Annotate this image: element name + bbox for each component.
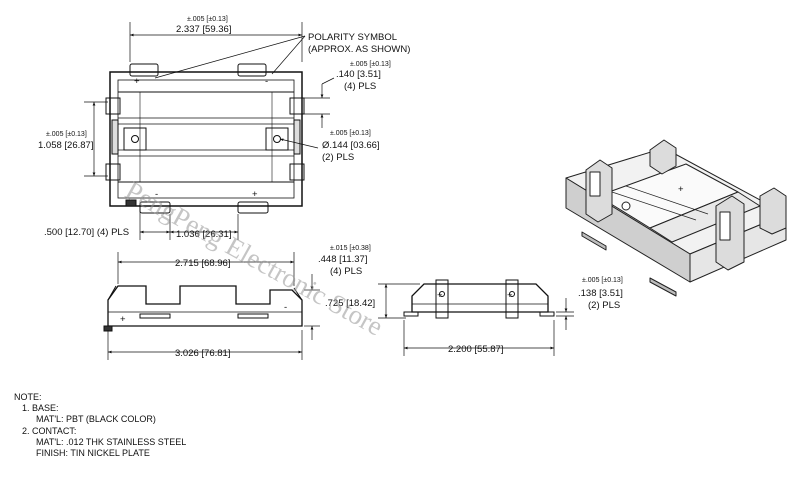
- isometric-view: [565, 139, 787, 297]
- tab-quantity: (4) PLS: [344, 81, 376, 92]
- end-view: [403, 279, 555, 319]
- height-dimension: 1.058 [26.87]: [38, 140, 93, 151]
- pin-dimension: .138 [3.51]: [578, 288, 623, 299]
- side-plus-symbol: +: [120, 314, 126, 325]
- end-plus-symbol-2: +: [507, 290, 513, 301]
- side-height-tolerance: ±.015 [±0.38]: [330, 245, 371, 252]
- center-spacing-dimension: 1.036 [26.31]: [176, 229, 231, 240]
- top-view-outline: [109, 71, 303, 207]
- hole-tolerance: ±.005 [±0.13]: [330, 130, 371, 137]
- end-plus-symbol: +: [437, 290, 443, 301]
- bottom-plus-symbol: +: [252, 189, 258, 200]
- hole-dimension: Ø.144 [03.66]: [322, 140, 380, 151]
- note-contact-heading: 2. CONTACT:: [22, 425, 77, 436]
- notes-title: NOTE:: [14, 392, 42, 402]
- top-minus-symbol: -: [265, 76, 268, 87]
- tab-spacing-dimension: .500 [12.70] (4) PLS: [44, 227, 129, 238]
- end-height-dimension: .725 [18.42]: [325, 298, 375, 309]
- tab-tolerance: ±.005 [±0.13]: [350, 61, 391, 68]
- mounting-hole: [131, 135, 139, 143]
- side-inner-dimension: 2.715 [68.96]: [175, 258, 230, 269]
- side-height-dimension: .448 [11.37]: [318, 254, 367, 265]
- top-width-dimension: 2.337 [59.36]: [176, 24, 231, 35]
- note-base-material: MAT'L: PBT (BLACK COLOR): [36, 414, 156, 425]
- polarity-label-line2: (APPROX. AS SHOWN): [308, 44, 410, 55]
- end-width-dimension: 2.200 [55.87]: [448, 344, 503, 355]
- note-base-heading: 1. BASE:: [22, 403, 59, 414]
- tab-dimension: .140 [3.51]: [336, 69, 381, 80]
- notes-block: NOTE: 1. BASE: MAT'L: PBT (BLACK COLOR) …: [14, 392, 186, 459]
- note-contact-material: MAT'L: .012 THK STAINLESS STEEL: [36, 436, 187, 447]
- side-view: [103, 285, 303, 332]
- polarity-label-line1: POLARITY SYMBOL: [308, 32, 397, 43]
- pin-tolerance: ±.005 [±0.13]: [582, 277, 623, 284]
- top-width-tolerance: ±.005 [±0.13]: [187, 16, 228, 23]
- height-tolerance: ±.005 [±0.13]: [46, 131, 87, 138]
- side-minus-symbol: -: [284, 302, 287, 313]
- hole-quantity: (2) PLS: [322, 152, 354, 163]
- iso-plus-symbol: +: [678, 184, 684, 195]
- top-view: [105, 63, 305, 214]
- note-contact-finish: FINISH: TIN NICKEL PLATE: [36, 448, 150, 459]
- side-outer-dimension: 3.026 [76.81]: [175, 348, 230, 359]
- side-height-quantity: (4) PLS: [330, 266, 362, 277]
- pin-quantity: (2) PLS: [588, 300, 620, 311]
- top-plus-symbol: +: [134, 76, 140, 87]
- bottom-minus-symbol: -: [155, 189, 158, 200]
- mounting-hole: [273, 135, 281, 143]
